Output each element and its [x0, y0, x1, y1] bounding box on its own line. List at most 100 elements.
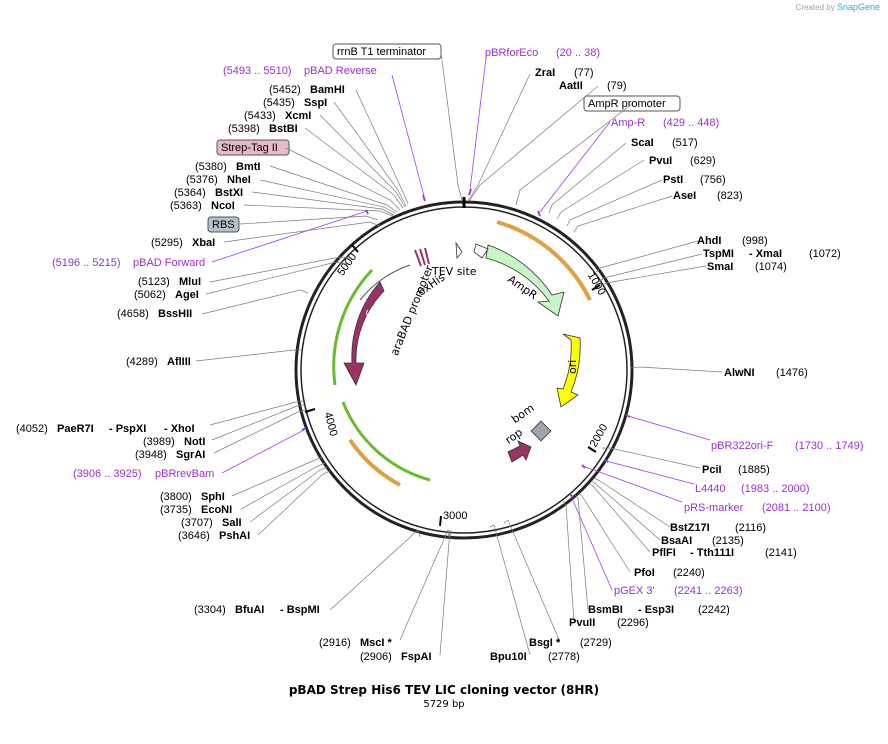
arabad-promoter-arrow [359, 264, 411, 301]
map-size: 5729 bp [423, 699, 465, 710]
svg-text:BstXI: BstXI [215, 187, 243, 199]
primer-labels: pBRforEco(20 .. 38) Amp-R(429 .. 448) (5… [52, 47, 864, 597]
svg-text:PflFI: PflFI [652, 547, 676, 559]
svg-text:TspMI: TspMI [703, 248, 734, 260]
svg-text:BamHI: BamHI [310, 84, 345, 96]
svg-text:XbaI: XbaI [192, 237, 215, 249]
svg-text:NheI: NheI [227, 174, 251, 186]
rop-arrow [507, 440, 532, 463]
svg-text:(4658): (4658) [117, 308, 149, 320]
svg-text:BsaAI: BsaAI [661, 535, 692, 547]
svg-text:(1476): (1476) [776, 367, 808, 379]
svg-text:(5493 .. 5510): (5493 .. 5510) [223, 65, 292, 77]
ampr-arrow [485, 244, 565, 317]
svg-text:SalI: SalI [222, 517, 242, 529]
map-title: pBAD Strep His6 TEV LIC cloning vector (… [288, 683, 600, 697]
svg-text:(756): (756) [700, 174, 726, 186]
svg-text:(2778): (2778) [548, 651, 580, 663]
svg-text:(5295): (5295) [151, 237, 183, 249]
svg-text:SspI: SspI [304, 97, 327, 109]
tick-4000: 4000 [322, 411, 340, 438]
tick-5000: 5000 [335, 251, 359, 278]
his-tag-marks [414, 247, 430, 267]
tick-marks [304, 197, 601, 527]
bom-label: bom [509, 401, 536, 426]
snapgene-logo: SnapGene [836, 2, 880, 12]
rbs-label: RBS [212, 219, 235, 231]
svg-text:pGEX 3': pGEX 3' [614, 585, 655, 597]
orf-orange-lower [348, 438, 401, 487]
amp-orf-arc [496, 220, 592, 301]
svg-text:PaeR7I: PaeR7I [57, 423, 94, 435]
svg-text:- PspXI: - PspXI [109, 423, 146, 435]
tick-3000: 3000 [443, 510, 467, 522]
svg-text:- XmaI: - XmaI [749, 248, 782, 260]
tev-site-marker [455, 241, 463, 260]
ori-arrow [556, 333, 581, 408]
svg-text:(5435): (5435) [263, 97, 295, 109]
svg-text:NotI: NotI [184, 436, 205, 448]
svg-text:(5452): (5452) [269, 84, 301, 96]
svg-text:Amp-R: Amp-R [611, 117, 645, 129]
svg-text:(1885): (1885) [738, 464, 770, 476]
arac-label: araC [361, 309, 378, 337]
svg-text:(1072): (1072) [809, 248, 841, 260]
svg-text:pBAD Reverse: pBAD Reverse [304, 65, 377, 77]
svg-text:(429 .. 448): (429 .. 448) [663, 117, 719, 129]
svg-text:ZraI: ZraI [535, 67, 555, 79]
primer-marks [301, 188, 631, 498]
rbs-box [207, 216, 240, 233]
svg-text:pRS-marker: pRS-marker [684, 502, 744, 514]
svg-text:BstZ17I: BstZ17I [670, 522, 710, 534]
svg-text:pBRforEco: pBRforEco [485, 47, 538, 59]
arabad-promoter-label: araBAD promoter [388, 263, 436, 357]
svg-text:PvuI: PvuI [649, 155, 672, 167]
svg-text:SphI: SphI [201, 491, 225, 503]
ori-label: ori [566, 360, 579, 374]
svg-text:(1074): (1074) [755, 261, 787, 273]
tick-2000: 2000 [588, 422, 611, 449]
svg-text:BsgI *: BsgI * [529, 637, 561, 649]
svg-text:(5380): (5380) [195, 161, 227, 173]
svg-text:(1983 .. 2000): (1983 .. 2000) [741, 483, 810, 495]
svg-text:(2296): (2296) [617, 617, 649, 629]
svg-text:(2729): (2729) [580, 637, 612, 649]
svg-text:(3707): (3707) [181, 517, 213, 529]
svg-text:AflIII: AflIII [167, 356, 191, 368]
snapgene-credit: Created by SnapGene [795, 2, 880, 12]
svg-text:(5364): (5364) [174, 187, 206, 199]
bom-box [530, 420, 552, 442]
svg-text:(2116): (2116) [735, 522, 766, 534]
svg-text:(2906): (2906) [360, 651, 392, 663]
svg-text:(2916): (2916) [319, 637, 351, 649]
svg-text:(4052): (4052) [16, 423, 48, 435]
ampr-promoter-label: AmpR promoter [588, 98, 666, 110]
svg-text:pBAD Forward: pBAD Forward [133, 257, 205, 269]
svg-text:AseI: AseI [673, 190, 696, 202]
svg-text:(3948): (3948) [135, 449, 167, 461]
orf-green-lower [341, 401, 431, 482]
svg-text:PfoI: PfoI [634, 567, 655, 579]
svg-text:BfuAI: BfuAI [235, 604, 264, 616]
svg-text:pBRrevBam: pBRrevBam [155, 468, 214, 480]
svg-text:(2242): (2242) [698, 604, 730, 616]
svg-text:(3906 .. 3925): (3906 .. 3925) [73, 468, 142, 480]
arac-arrow [343, 281, 385, 386]
svg-text:(629): (629) [690, 155, 716, 167]
svg-text:- XhoI: - XhoI [164, 423, 195, 435]
svg-text:- Tth111I: - Tth111I [690, 547, 734, 559]
svg-text:(998): (998) [742, 235, 768, 247]
ampr-promoter-box [583, 95, 681, 112]
svg-text:(5123): (5123) [138, 276, 170, 288]
svg-text:BmtI: BmtI [236, 161, 260, 173]
svg-text:- BspMI: - BspMI [280, 604, 320, 616]
strep-tag-label: Strep-Tag II [221, 142, 278, 154]
svg-text:SgrAI: SgrAI [176, 449, 205, 461]
svg-text:(517): (517) [672, 137, 698, 149]
svg-text:NcoI: NcoI [211, 200, 235, 212]
svg-text:BssHII: BssHII [158, 308, 192, 320]
svg-text:FspAI: FspAI [401, 651, 432, 663]
enzyme-labels-left: (5452)BamHI (5435)SspI (5433)XcmI (5398)… [16, 84, 432, 663]
svg-text:SmaI: SmaI [707, 261, 733, 273]
